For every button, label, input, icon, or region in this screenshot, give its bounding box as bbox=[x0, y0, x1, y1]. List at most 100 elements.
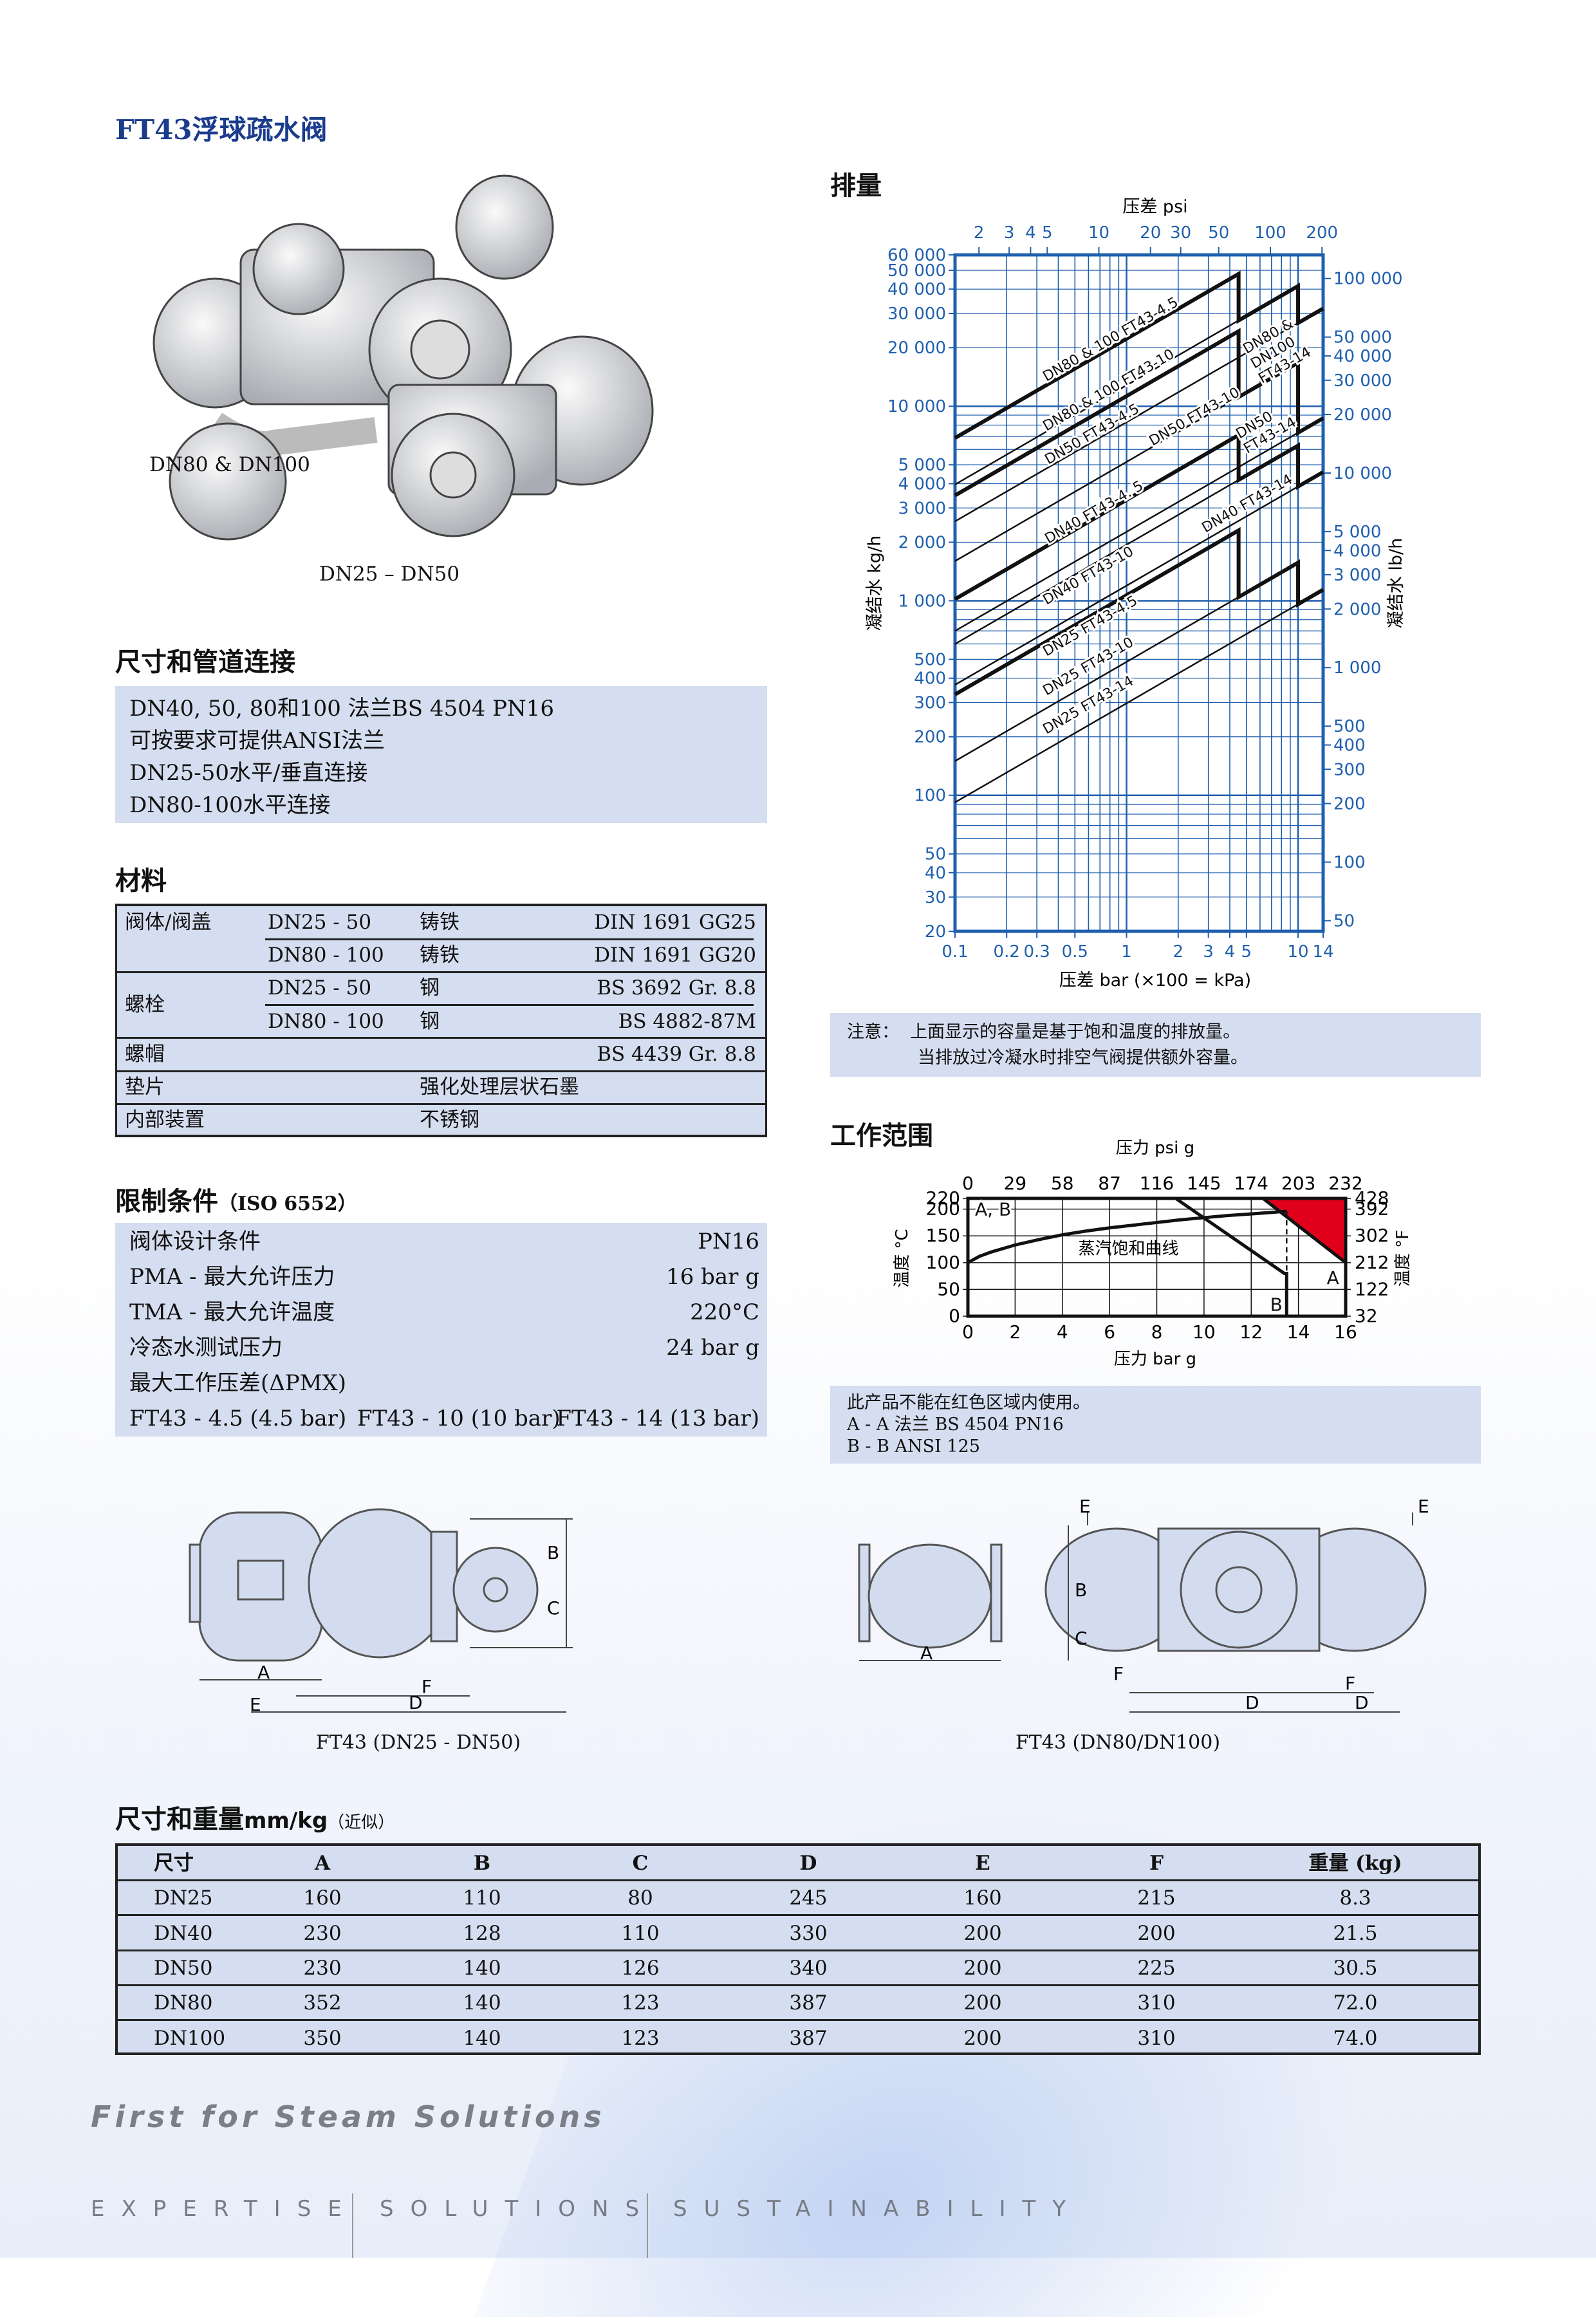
materials-heading: 材料 bbox=[115, 866, 167, 896]
dimension-label: D bbox=[1355, 1692, 1369, 1713]
dimension-label: F bbox=[422, 1676, 432, 1697]
x2-tick-label: 50 bbox=[1208, 223, 1229, 243]
y-tick-label: 200 bbox=[914, 728, 946, 747]
table-cell: 72.0 bbox=[1333, 1991, 1378, 2015]
working-range-note: 此产品不能在红色区域内使用。 A - A 法兰 BS 4504 PN16 B -… bbox=[830, 1386, 1481, 1464]
y2-tick-label: 100 000 bbox=[1333, 270, 1403, 289]
table-cell: 160 bbox=[303, 1886, 342, 1910]
x2-tick-label: 10 bbox=[1088, 223, 1109, 243]
y-tick-label: 40 000 bbox=[887, 280, 946, 299]
x2-tick-label: 3 bbox=[1004, 223, 1015, 243]
y2-tick-label: 5 000 bbox=[1333, 523, 1381, 542]
x-tick-label: 10 bbox=[1192, 1321, 1216, 1343]
dimensions-unit: mm/kg bbox=[244, 1808, 328, 1834]
dimension-label: E bbox=[250, 1694, 261, 1715]
table-cell: 200 bbox=[963, 1921, 1002, 1945]
x-tick-label: 8 bbox=[1151, 1321, 1163, 1343]
material-size: DN25 - 50 bbox=[268, 911, 372, 934]
table-cell: 387 bbox=[789, 1991, 828, 2015]
material-size: DN80 - 100 bbox=[268, 944, 384, 967]
x2-tick-label: 200 bbox=[1306, 223, 1338, 243]
x2-tick-label: 58 bbox=[1051, 1173, 1074, 1194]
dimension-label: C bbox=[547, 1597, 560, 1619]
x-tick-label: 0.3 bbox=[1023, 942, 1050, 962]
flange bbox=[189, 1543, 201, 1623]
limit-label: TMA - 最大允许温度 bbox=[129, 1299, 335, 1325]
note-line: 上面显示的容量是基于饱和温度的排放量。 bbox=[910, 1022, 1241, 1042]
float-chamber bbox=[308, 1508, 452, 1659]
column-header: B bbox=[473, 1852, 491, 1875]
y-tick-label: 20 000 bbox=[887, 339, 946, 358]
table-cell: 245 bbox=[789, 1886, 828, 1910]
x2-tick-label: 29 bbox=[1004, 1173, 1027, 1194]
column-header: 重量 (kg) bbox=[1308, 1852, 1402, 1875]
y-tick-label: 150 bbox=[926, 1225, 960, 1246]
series-line bbox=[954, 471, 1324, 686]
trap-end-view bbox=[868, 1543, 992, 1649]
x-axis-title: 压力 bar g bbox=[1114, 1350, 1196, 1369]
dn80-image-label: DN80 & DN100 bbox=[149, 453, 310, 476]
y-tick-label: 3 000 bbox=[898, 499, 946, 518]
footer-pillar-sustainability: SUSTAINABILITY bbox=[673, 2196, 1083, 2222]
table-cell: 123 bbox=[621, 1991, 660, 2015]
y2-tick-label: 392 bbox=[1355, 1198, 1389, 1220]
working-range-heading: 工作范围 bbox=[830, 1121, 933, 1151]
y2-axis-title: 温度 °F bbox=[1393, 1230, 1413, 1287]
y-tick-label: 20 bbox=[925, 922, 946, 942]
connections-box: DN40, 50, 80和100 法兰BS 4504 PN16 可按要求可提供A… bbox=[115, 686, 767, 823]
table-cell: 200 bbox=[1137, 1921, 1176, 1945]
x-tick-label: 16 bbox=[1334, 1321, 1357, 1343]
limit-value: 16 bar g bbox=[666, 1264, 759, 1290]
series-line bbox=[1262, 1197, 1347, 1264]
table-cell: 215 bbox=[1137, 1886, 1176, 1910]
dn25-trap-image bbox=[169, 335, 654, 541]
table-cell: 310 bbox=[1137, 1991, 1176, 2015]
material-part: 螺帽 bbox=[125, 1042, 165, 1066]
note-line: B - B ANSI 125 bbox=[847, 1437, 980, 1456]
y-tick-label: 4 000 bbox=[898, 474, 946, 494]
dimension-label: B bbox=[547, 1542, 559, 1563]
note-label: 注意： bbox=[847, 1022, 899, 1042]
y2-tick-label: 302 bbox=[1355, 1225, 1389, 1246]
y-axis-title: 凝结水 kg/h bbox=[865, 535, 885, 631]
series-line bbox=[954, 417, 1324, 632]
row-divider bbox=[265, 938, 754, 940]
connection-line: DN25-50水平/垂直连接 bbox=[129, 760, 368, 786]
dimension-label: E bbox=[1079, 1500, 1091, 1517]
dimension-label: B bbox=[1075, 1579, 1087, 1601]
y-tick-label: 50 bbox=[925, 845, 946, 864]
dimensions-heading-text: 尺寸和重量 bbox=[115, 1804, 244, 1834]
x-tick-label: 3 bbox=[1203, 942, 1214, 962]
x-axis-title: 压差 bar (×100 = kPa) bbox=[1059, 971, 1251, 991]
table-cell: 340 bbox=[789, 1956, 828, 1980]
row-divider bbox=[117, 1070, 765, 1072]
dimension-label: A bbox=[920, 1642, 933, 1664]
y-tick-label: 100 bbox=[926, 1252, 960, 1273]
x2-axis-title: 压差 psi bbox=[1122, 197, 1187, 217]
x2-tick-label: 145 bbox=[1187, 1173, 1221, 1194]
limit-value: 220°C bbox=[690, 1299, 759, 1325]
table-cell: 123 bbox=[621, 2026, 660, 2050]
y2-tick-label: 30 000 bbox=[1333, 371, 1392, 391]
row-divider bbox=[117, 971, 765, 973]
table-cell: 126 bbox=[621, 1956, 660, 1980]
x-tick-label: 14 bbox=[1287, 1321, 1310, 1343]
x2-tick-label: 87 bbox=[1098, 1173, 1121, 1194]
y-tick-label: 220 bbox=[926, 1187, 960, 1209]
series-label: DN80 & 100 FT43-4.5 bbox=[1041, 294, 1182, 385]
table-cell: 200 bbox=[963, 1991, 1002, 2015]
table-cell: 110 bbox=[463, 1886, 501, 1910]
limits-standard: （ISO 6552） bbox=[218, 1193, 357, 1215]
annotation-b: B bbox=[1270, 1294, 1283, 1316]
table-cell: 80 bbox=[627, 1886, 653, 1910]
table-cell: 230 bbox=[303, 1956, 342, 1980]
x-tick-label: 0.1 bbox=[942, 942, 968, 962]
plot-frame bbox=[953, 253, 1325, 933]
y-tick-label: 500 bbox=[914, 650, 946, 669]
material-name: 钢 bbox=[420, 976, 440, 1000]
